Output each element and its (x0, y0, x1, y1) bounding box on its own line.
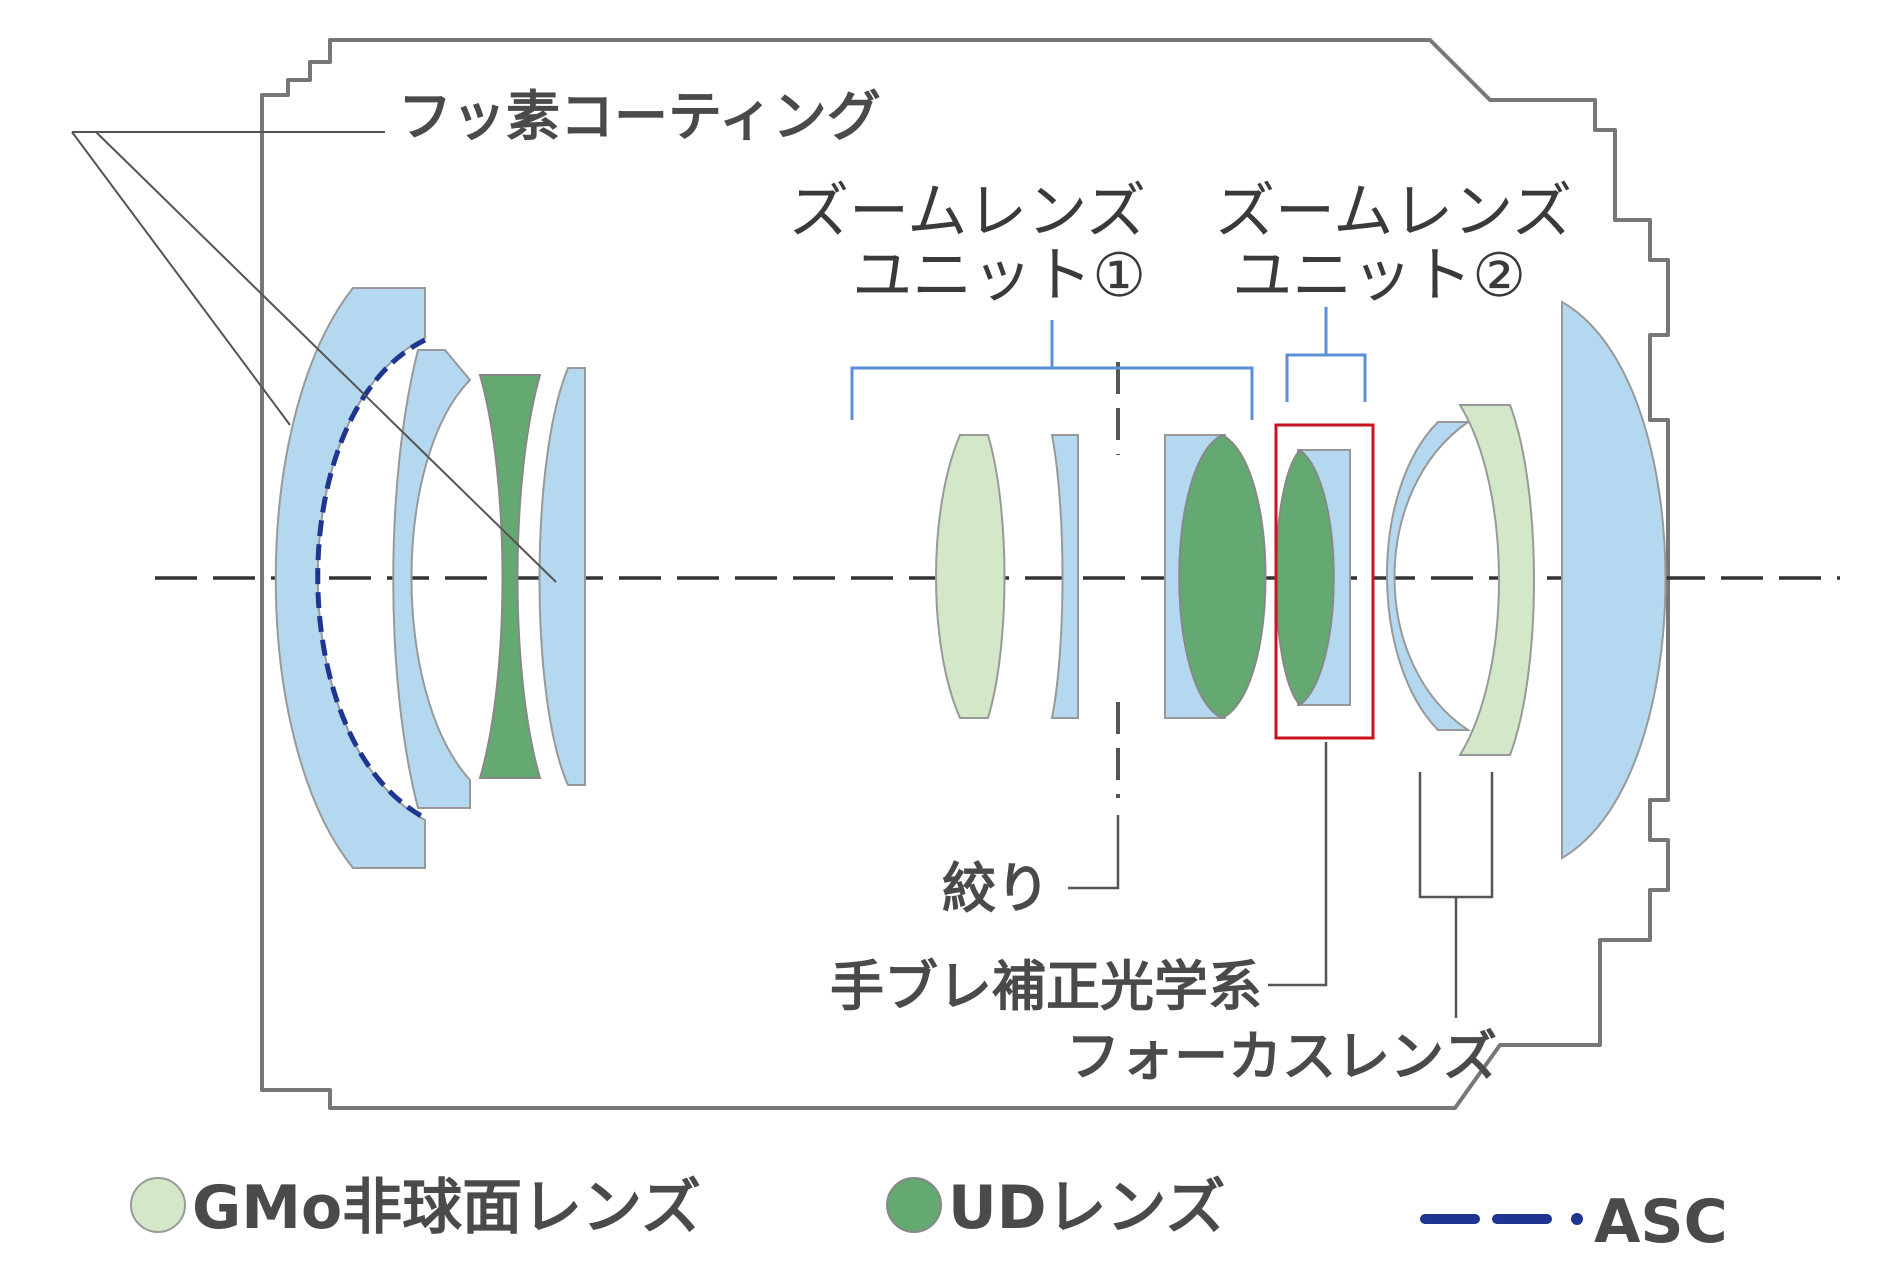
aperture-label: 絞り (942, 857, 1050, 920)
second-meniscus-lens (392, 349, 472, 809)
asc-coating-curve (315, 337, 427, 821)
fluorine-coating-leader (71, 131, 557, 583)
legend-asc-label: ASC (1594, 1187, 1728, 1257)
front-rear-lens (538, 367, 586, 786)
legend-asc-swatch (1420, 1213, 1583, 1225)
front-ud-lens (478, 374, 542, 779)
stabilizer-ud-lens (1275, 448, 1335, 707)
gmo-aspherical-lens (935, 434, 1006, 719)
legend-gmo-label: GMo非球面レンズ (192, 1173, 701, 1243)
focus-lens-label: フォーカスレンズ (1066, 1025, 1497, 1088)
unit1-thin-lens (1050, 434, 1079, 719)
legend: GMo非球面レンズ UDレンズ ASC (130, 1173, 1728, 1257)
rear-element-lens (1561, 300, 1667, 860)
focus-gmo-lens (1458, 404, 1535, 756)
stabilizer-leader (1268, 742, 1328, 987)
lens-barrel-outline (260, 38, 1670, 1110)
zoom-unit-1-bracket (850, 320, 1254, 420)
zoom-unit-1-label-line2: ユニット① (852, 241, 1146, 311)
legend-ud-swatch (886, 1177, 942, 1233)
focus-blue-meniscus (1386, 421, 1472, 731)
zoom-unit-2-bracket (1285, 307, 1367, 402)
stabilizer-highlight-box (1274, 423, 1375, 740)
zoom-unit-2-label-line2: ユニット② (1232, 241, 1526, 311)
legend-ud-label: UDレンズ (948, 1173, 1225, 1243)
unit1-ud-lens (1178, 433, 1267, 720)
zoom-unit-1-label-line1: ズームレンズ (789, 177, 1146, 247)
fluorine-coating-label: フッ素コーティング (398, 85, 881, 148)
image-stabilization-label: 手ブレ補正光学系 (830, 955, 1262, 1018)
legend-gmo-swatch (130, 1177, 186, 1233)
zoom-unit-2-label-line1: ズームレンズ (1215, 177, 1572, 247)
aperture-leader (1068, 815, 1120, 890)
focus-lens-bracket (1418, 772, 1494, 1018)
